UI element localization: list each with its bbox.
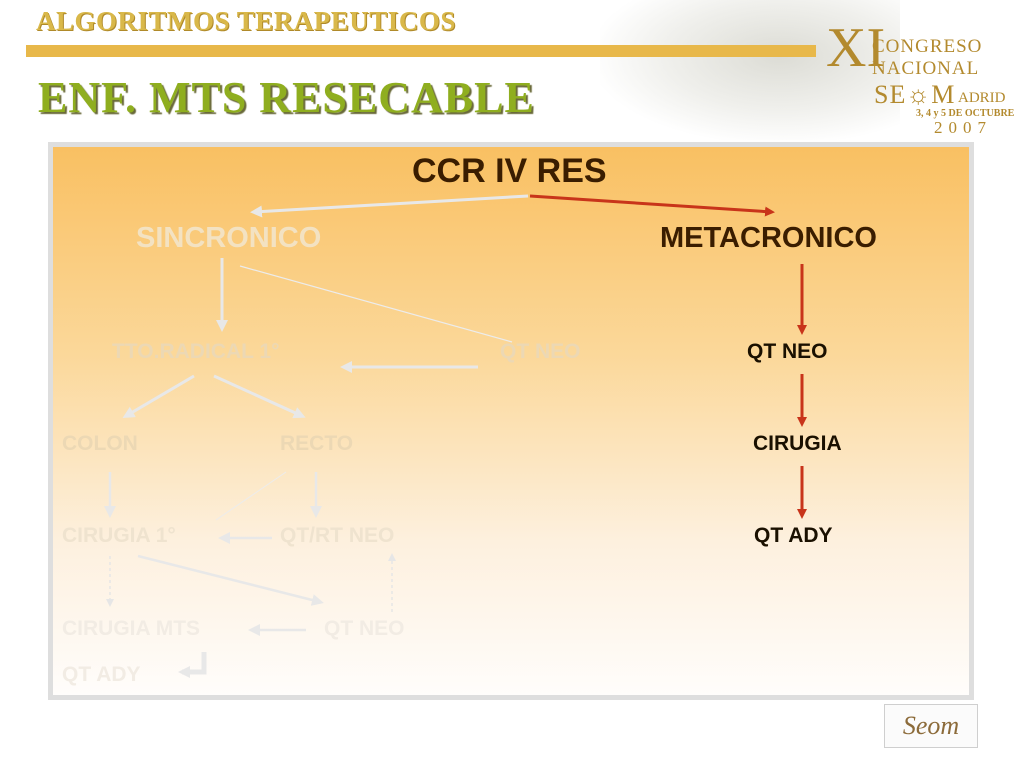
congress-word-2: NACIONAL: [872, 58, 980, 79]
branch-sincronico: SINCRONICO: [136, 222, 322, 254]
node-cirugia-mts: CIRUGIA MTS: [62, 617, 201, 640]
congress-logo: XI CONGRESO NACIONAL SE☼M ADRID 3, 4 y 5…: [826, 17, 1022, 142]
node-recto: RECTO: [280, 432, 354, 455]
node-qt-neo: QT NEO: [500, 340, 581, 363]
congress-city: ADRID: [958, 90, 1006, 106]
node-tto-radical: TTO.RADICAL 1°: [112, 340, 280, 363]
congress-dates: 3, 4 y 5 DE OCTUBRE: [916, 108, 1015, 119]
node-qt-ady: QT ADY: [62, 663, 141, 686]
arrow-cirugiamts-to-qtady: [178, 652, 207, 678]
congress-numeral: XI: [826, 17, 886, 79]
arrow-cirugia-to-qtneo2: [137, 554, 324, 606]
arrow-root-to-metacronico: [529, 194, 775, 217]
compass-icon: ☼: [906, 80, 932, 109]
arrow-tto-to-colon: [122, 374, 195, 419]
arrow-recto-to-cirugia: [215, 471, 287, 521]
meta-step-qt-ady: QT ADY: [754, 524, 833, 547]
node-qt-neo-2: QT NEO: [324, 617, 405, 640]
header-divider: [26, 45, 816, 57]
node-colon: COLON: [62, 432, 138, 455]
congress-year: 2007: [934, 118, 992, 137]
arrow-root-to-sincronico: [250, 194, 529, 218]
meta-step-qt-neo: QT NEO: [747, 340, 828, 363]
congress-word-1: CONGRESO: [872, 36, 983, 57]
branch-metacronico: METACRONICO: [660, 222, 877, 254]
arrow-sincronico-to-qtneo: [239, 265, 513, 343]
diagram-panel: [48, 142, 974, 700]
meta-step-cirugia: CIRUGIA: [753, 432, 842, 455]
node-qt-rt-neo: QT/RT NEO: [280, 524, 395, 547]
slide-title: ENF. MTS RESECABLE: [38, 73, 535, 122]
seom-logo: Seom: [884, 704, 978, 748]
root-node: CCR IV RES: [412, 152, 607, 190]
microscope-banner-image: [600, 0, 900, 140]
node-cirugia-1: CIRUGIA 1°: [62, 524, 176, 547]
arrow-tto-to-recto: [213, 374, 306, 419]
section-title: ALGORITMOS TERAPEUTICOS: [36, 6, 456, 36]
congress-society: SE☼M: [874, 80, 956, 109]
